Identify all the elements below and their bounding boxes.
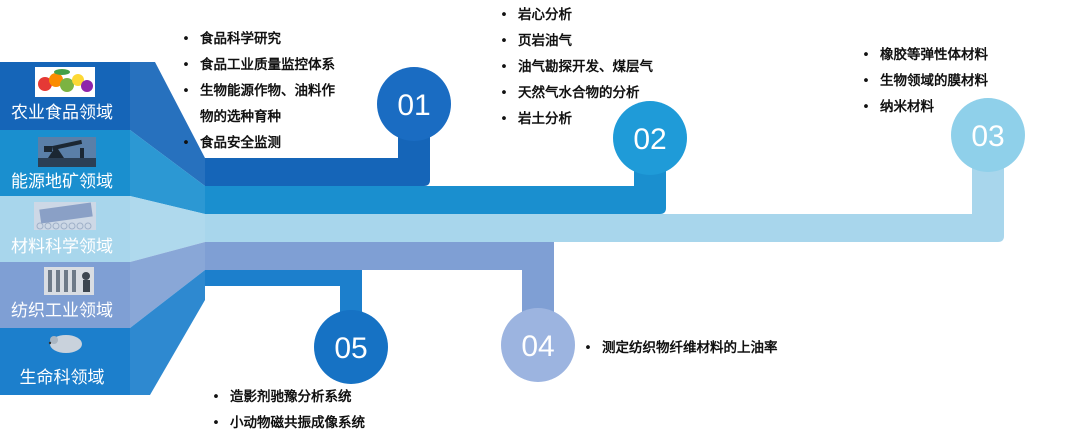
funnel-tier-3 xyxy=(130,196,205,262)
domain-label-5: 生命科领域 xyxy=(20,368,105,388)
list-item: 生物领域的膜材料 xyxy=(858,68,988,94)
list-item: 小动物磁共振成像系统 xyxy=(208,410,365,436)
list-item: 生物能源作物、油料作 xyxy=(178,78,335,104)
list-item: 天然气水合物的分析 xyxy=(496,80,653,106)
mouse-icon xyxy=(48,335,82,353)
branch-01-list: 食品科学研究 食品工业质量监控体系 生物能源作物、油料作 物的选种育种 食品安全… xyxy=(178,26,335,156)
list-item: 食品科学研究 xyxy=(178,26,335,52)
domain-label-1: 农业食品领域 xyxy=(11,103,113,123)
funnel-tier-5 xyxy=(130,270,205,395)
list-item: 页岩油气 xyxy=(496,28,653,54)
branch-number-04: 04 xyxy=(521,330,554,363)
list-item: 岩土分析 xyxy=(496,106,653,132)
list-item: 物的选种育种 xyxy=(200,109,281,125)
list-item: 食品工业质量监控体系 xyxy=(178,52,335,78)
branch-number-01: 01 xyxy=(397,89,430,122)
branch-02-list: 岩心分析 页岩油气 油气勘探开发、煤层气 天然气水合物的分析 岩土分析 xyxy=(496,2,653,132)
list-item: 油气勘探开发、煤层气 xyxy=(496,54,653,80)
list-item: 纳米材料 xyxy=(858,94,988,120)
branch-circle-04 xyxy=(501,308,575,382)
honeycomb-material-icon xyxy=(34,202,96,230)
domain-label-4: 纺织工业领域 xyxy=(11,301,113,321)
branch-04-list: 测定纺织物纤维材料的上油率 xyxy=(580,335,778,361)
textile-machine-icon xyxy=(44,267,94,295)
list-item: 测定纺织物纤维材料的上油率 xyxy=(580,335,778,361)
list-item: 造影剂驰豫分析系统 xyxy=(208,384,365,410)
branch-connector-01 xyxy=(205,158,430,186)
branch-circle-05 xyxy=(314,310,388,384)
funnel-tier-2 xyxy=(130,130,205,214)
fruits-vegetables-icon xyxy=(35,67,95,97)
branch-circle-01 xyxy=(377,67,451,141)
list-item: 橡胶等弹性体材料 xyxy=(858,42,988,68)
branch-03-list: 橡胶等弹性体材料 生物领域的膜材料 纳米材料 xyxy=(858,42,988,120)
branch-number-05: 05 xyxy=(334,332,367,365)
list-item: 食品安全监测 xyxy=(178,130,335,156)
domain-label-3: 材料科学领域 xyxy=(11,237,113,257)
branch-connector-04 xyxy=(205,242,554,330)
branch-number-03: 03 xyxy=(971,120,1004,153)
branch-connector-02 xyxy=(205,186,666,214)
domain-label-2: 能源地矿领域 xyxy=(11,172,113,192)
branch-connector-03 xyxy=(205,214,1004,242)
branch-connector-05 xyxy=(205,262,362,330)
list-item: 岩心分析 xyxy=(496,2,653,28)
branch-05-list: 造影剂驰豫分析系统 小动物磁共振成像系统 xyxy=(208,384,365,436)
oil-pump-icon xyxy=(38,137,96,167)
funnel-tier-4 xyxy=(130,242,205,328)
